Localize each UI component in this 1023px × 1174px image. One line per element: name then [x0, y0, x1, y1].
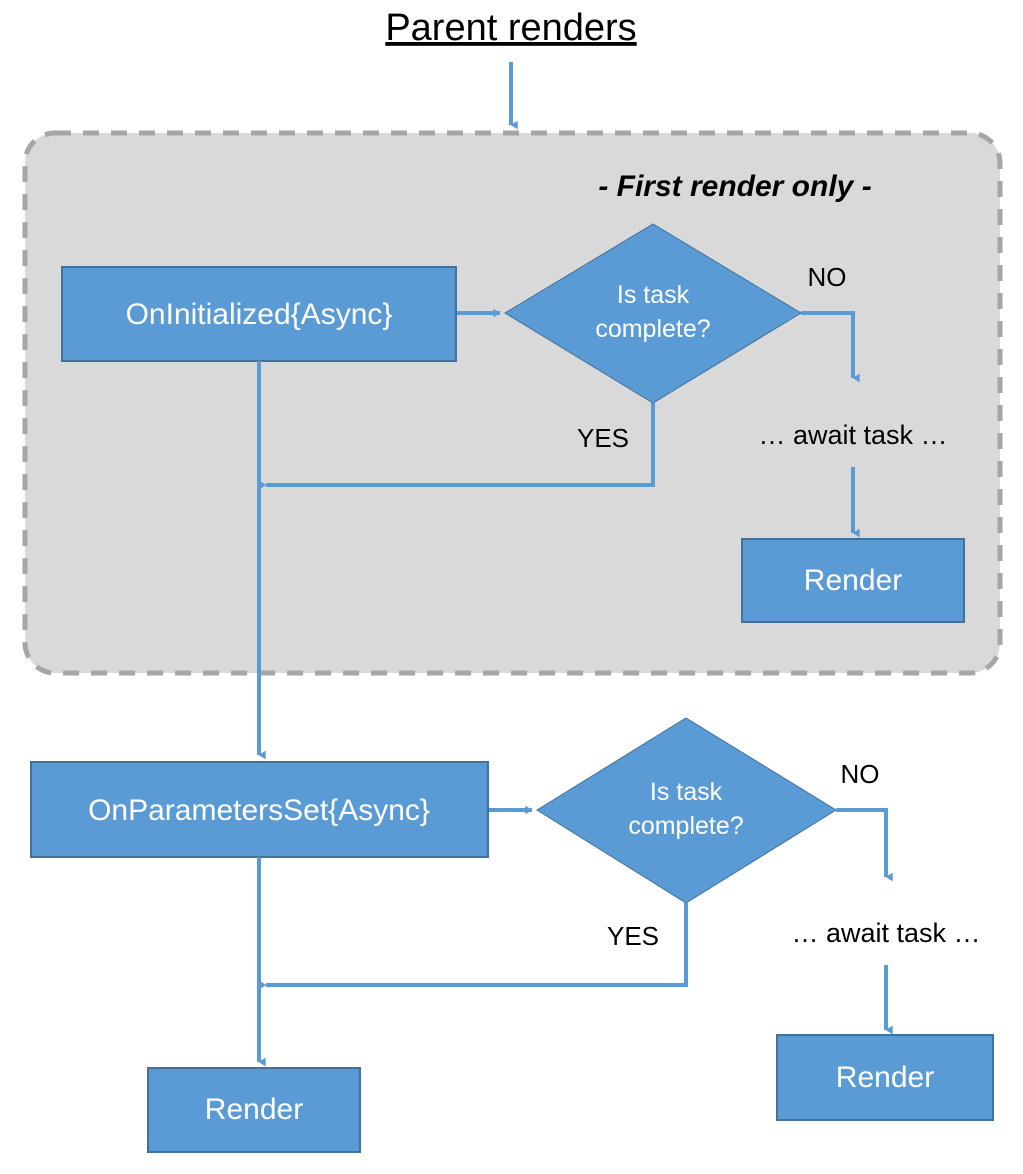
node-render-top-right-label: Render [804, 564, 902, 597]
edge-decision-bottom-yes [259, 903, 688, 990]
node-on-initialized[interactable] [61, 266, 457, 362]
first-render-group-caption: - First render only - [598, 170, 871, 203]
node-on-initialized-label: OnInitialized{Async} [126, 298, 393, 331]
decision-bottom-label-line2: complete? [628, 812, 743, 840]
decision-top-label-line2: complete? [595, 315, 710, 343]
note-await-task-top: … await task … [758, 420, 947, 450]
node-render-bottom-right-label: Render [836, 1061, 934, 1094]
decision-top-label-line1: Is task [617, 281, 690, 309]
note-await-task-bottom: … await task … [791, 918, 980, 948]
edge-decision-bottom-no [836, 808, 893, 882]
decision-bottom-is-task-complete[interactable] [536, 717, 837, 904]
node-render-bottom-left[interactable] [147, 1067, 361, 1153]
node-render-top-right[interactable] [741, 538, 965, 623]
edge-label-yes-top: YES [577, 423, 629, 453]
edge-decision-top-yes [259, 403, 655, 490]
edge-decision-top-no [801, 311, 860, 383]
edge-label-yes-bottom: YES [607, 921, 659, 951]
edge-label-no-top: NO [808, 262, 847, 292]
node-on-parameters-set[interactable] [30, 761, 489, 858]
edge-label-no-bottom: NO [841, 759, 880, 789]
decision-bottom-label-line1: Is task [650, 778, 723, 806]
node-on-parameters-set-label: OnParametersSet{Async} [88, 794, 430, 827]
node-render-bottom-right[interactable] [776, 1034, 994, 1121]
node-render-bottom-left-label: Render [205, 1093, 303, 1126]
page-title: Parent renders [385, 7, 636, 49]
